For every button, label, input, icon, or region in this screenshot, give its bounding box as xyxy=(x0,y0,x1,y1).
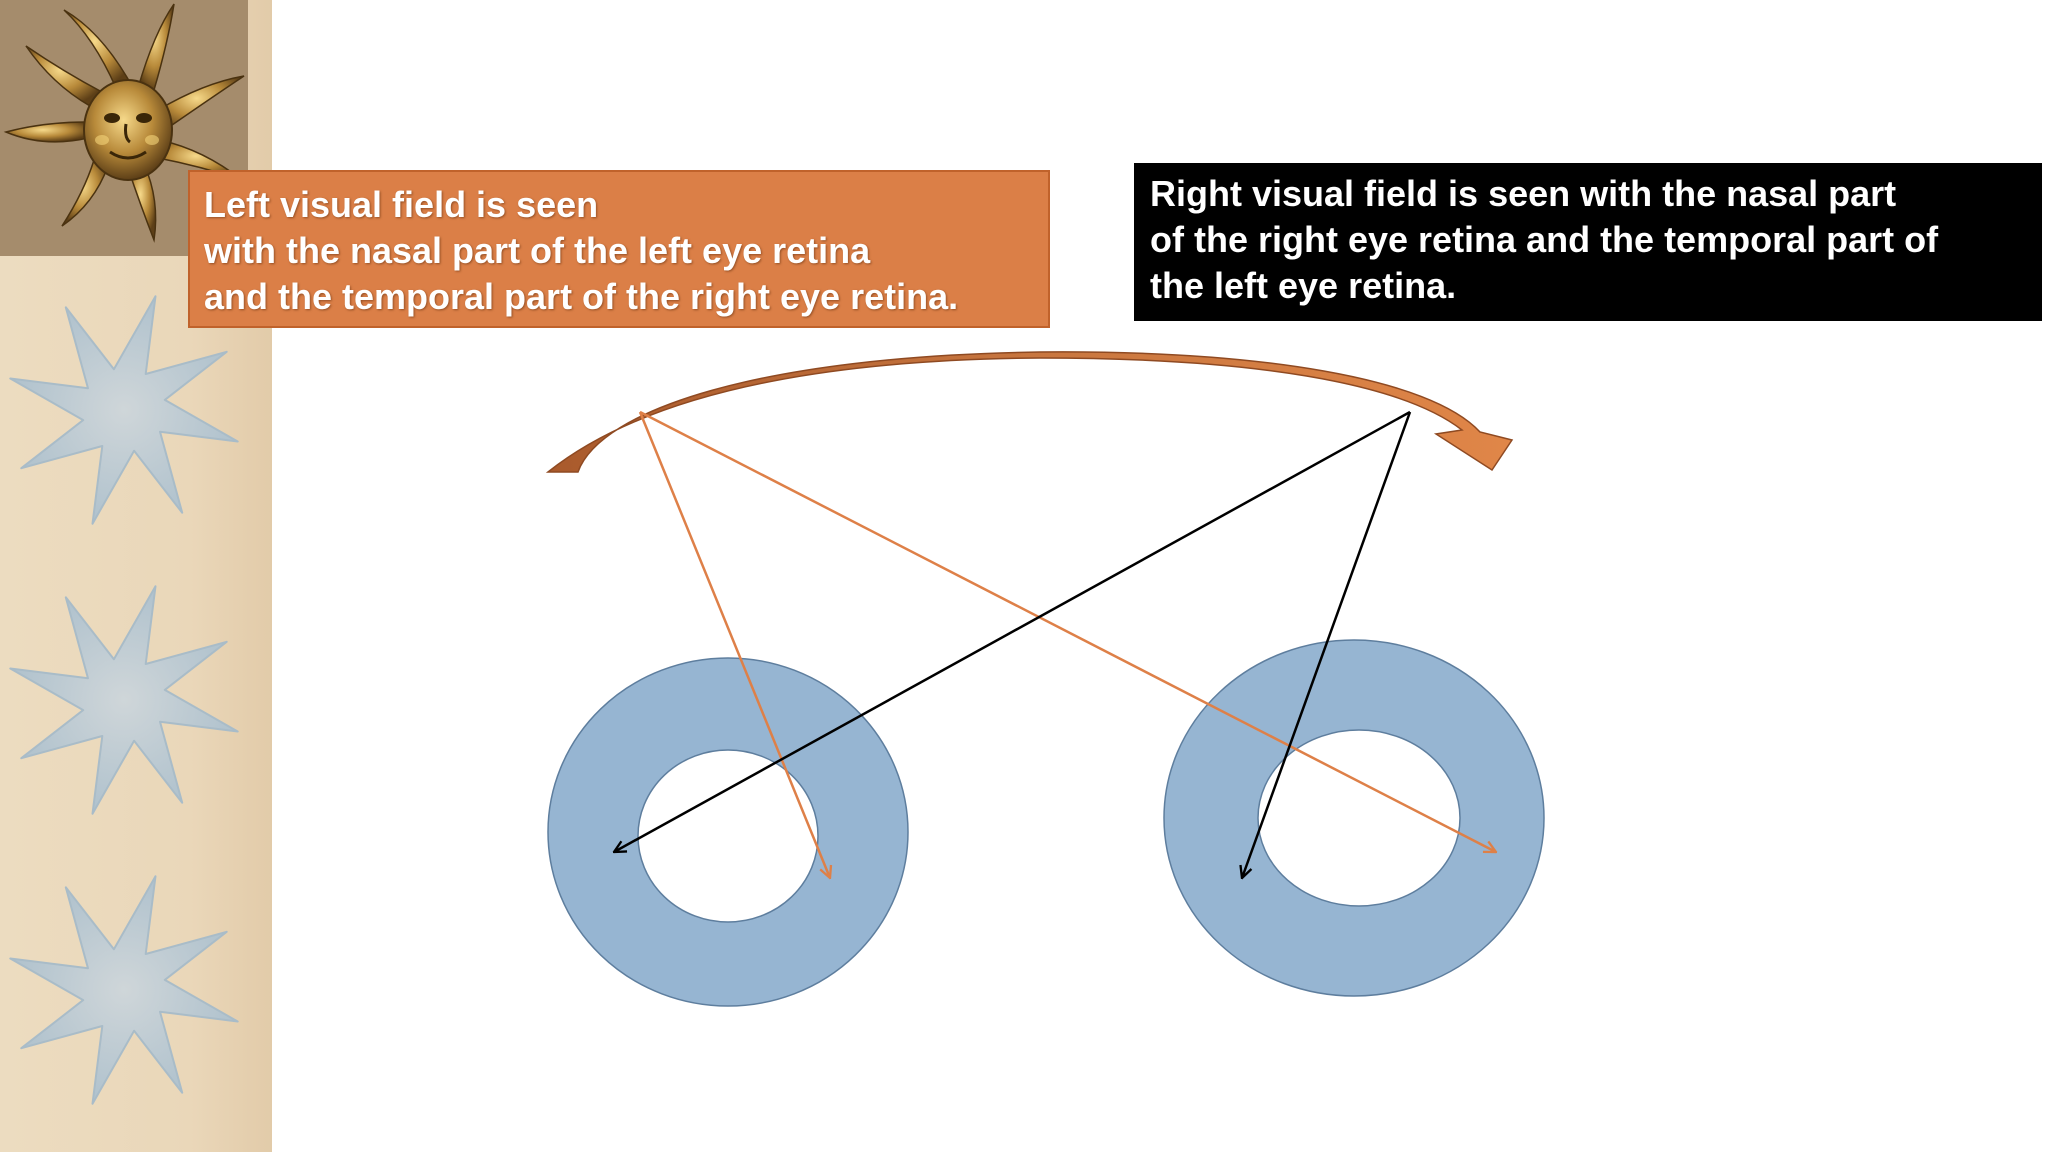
right-field-ray-to-left-eye xyxy=(614,410,1411,852)
right-field-ray-to-right-eye xyxy=(1242,411,1412,878)
left-eye-ring xyxy=(547,657,909,1007)
left-field-ray-to-right-eye xyxy=(639,410,1496,852)
sun-star-icon xyxy=(9,875,239,1105)
right-eye-ring xyxy=(1163,639,1545,997)
curved-arrow xyxy=(545,351,1514,473)
sun-star-icon xyxy=(9,585,239,815)
right-eye xyxy=(1163,639,1545,997)
left-eye xyxy=(547,657,909,1007)
left-field-ray-to-left-eye xyxy=(638,411,830,878)
sun-star-icon xyxy=(9,295,239,525)
right-visual-field-caption: Right visual field is seen with the nasa… xyxy=(1134,163,2042,321)
left-visual-field-caption: Left visual field is seen with the nasal… xyxy=(188,170,1050,328)
